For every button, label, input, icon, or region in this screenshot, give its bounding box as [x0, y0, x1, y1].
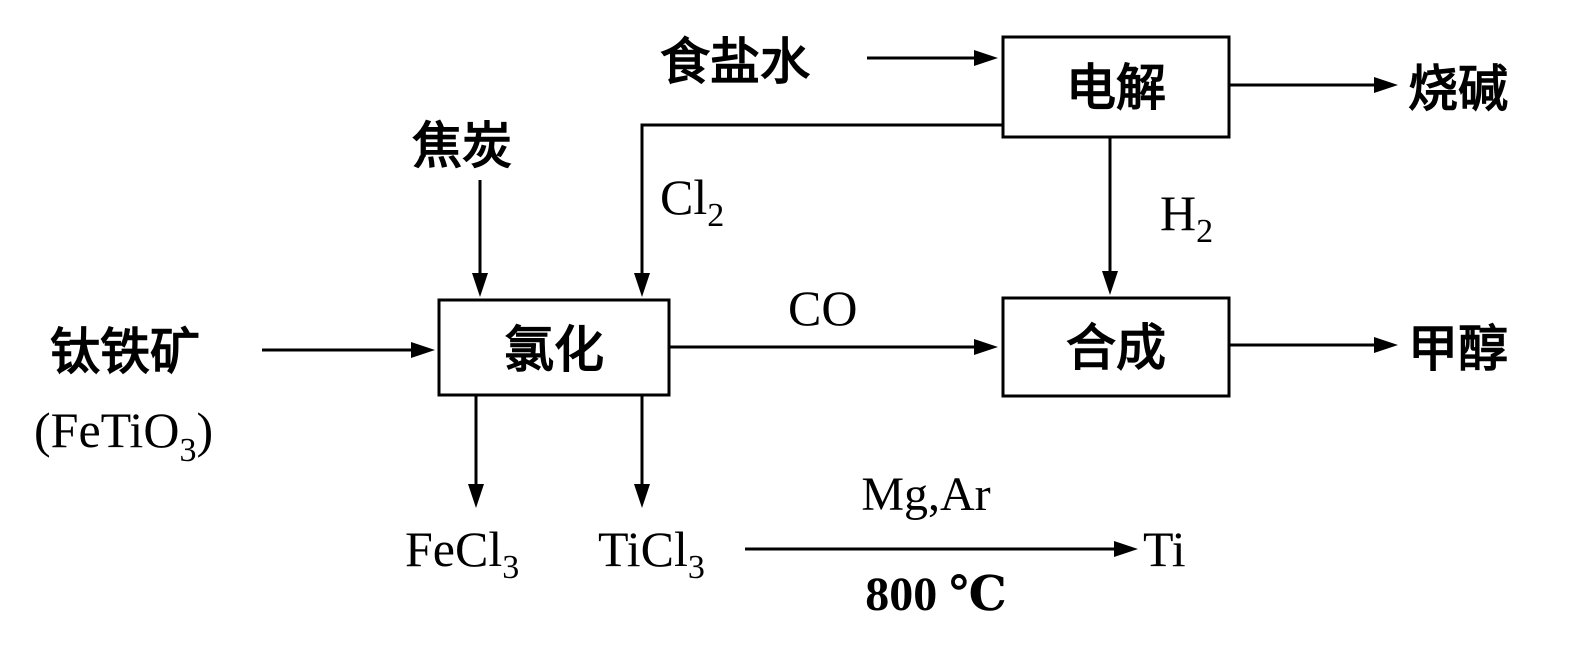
- ilmenite-formula-tail: ): [196, 402, 213, 458]
- methanol-label: 甲醇: [1408, 320, 1508, 378]
- synthesis-box: [1001, 296, 1231, 398]
- h2-label: H2: [1160, 185, 1213, 250]
- ti-label: Ti: [1143, 521, 1186, 577]
- fecl3-main: FeCl: [405, 521, 502, 577]
- chlorination-box: [437, 298, 671, 397]
- h2-main: H: [1160, 185, 1196, 241]
- electrolysis-box: [1001, 35, 1231, 139]
- h2-sub: 2: [1196, 213, 1213, 250]
- ticl3-label: TiCl3: [598, 521, 705, 586]
- coke-label: 焦炭: [412, 117, 512, 175]
- h2-arrowhead: [1102, 271, 1118, 295]
- chlorination-label: 氯化: [504, 321, 604, 379]
- cl2-flow-line: [640, 123, 1003, 277]
- cl2-label: Cl2: [660, 169, 724, 234]
- salt-water-label: 食盐水: [660, 33, 811, 91]
- ti-reaction-arrowhead: [1114, 541, 1138, 557]
- ilmenite-formula-sub: 3: [179, 432, 196, 469]
- reaction-reagents-label: Mg,Ar: [861, 468, 990, 521]
- fecl3-sub: 3: [502, 549, 519, 586]
- ilmenite-arrowhead: [411, 342, 435, 358]
- cl2-sub: 2: [707, 197, 724, 234]
- ilmenite-label: 钛铁矿: [50, 323, 200, 381]
- co-label: CO: [788, 280, 857, 336]
- caustic-arrowhead: [1374, 77, 1398, 93]
- cl2-main: Cl: [660, 169, 707, 225]
- reaction-temperature-label: 800 ℃: [865, 568, 1007, 621]
- synthesis-label: 合成: [1066, 319, 1166, 377]
- co-arrowhead: [974, 339, 998, 355]
- ticl3-sub: 3: [688, 549, 705, 586]
- cl2-arrowhead: [634, 273, 650, 297]
- ticl3-arrowhead: [634, 484, 650, 508]
- saltwater-arrowhead: [974, 50, 998, 66]
- electrolysis-label: 电解: [1066, 59, 1166, 117]
- fecl3-label: FeCl3: [405, 521, 519, 586]
- ilmenite-formula: (FeTiO3): [34, 402, 213, 469]
- caustic-soda-label: 烧碱: [1408, 60, 1508, 118]
- coke-arrowhead: [472, 273, 488, 297]
- ticl3-main: TiCl: [598, 521, 688, 577]
- methanol-arrowhead: [1374, 337, 1398, 353]
- ilmenite-formula-main: (FeTiO: [34, 402, 179, 458]
- fecl3-arrowhead: [468, 484, 484, 508]
